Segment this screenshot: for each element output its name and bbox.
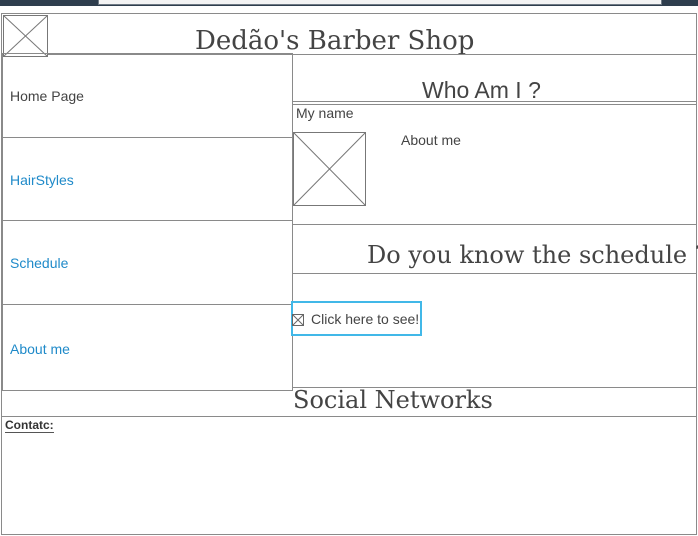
broken-image-icon [292, 313, 304, 326]
image-placeholder-icon [3, 15, 48, 57]
profile-image [293, 132, 366, 206]
schedule-link-label[interactable]: Click here to see! [311, 311, 420, 327]
about-card [292, 104, 697, 225]
sidebar-item-home[interactable]: Home Page [10, 88, 84, 104]
social-top-divider [292, 387, 697, 388]
sidebar-divider [2, 137, 293, 138]
about-heading: Who Am I ? [422, 77, 541, 103]
site-title: Dedão's Barber Shop [195, 26, 475, 56]
sidebar-item-about[interactable]: About me [10, 341, 70, 357]
page-frame [1, 13, 697, 535]
sidebar-divider [2, 220, 293, 221]
top-bar-highlight [98, 0, 662, 5]
contact-label: Contatc: [5, 418, 54, 433]
about-heading-divider [293, 101, 697, 102]
social-bottom-divider [1, 416, 697, 417]
schedule-heading-divider [293, 273, 697, 274]
about-me-label: About me [401, 132, 461, 148]
social-heading: Social Networks [293, 386, 493, 414]
my-name-label: My name [296, 105, 354, 121]
schedule-heading: Do you know the schedule ? [367, 241, 698, 269]
sidebar-item-schedule[interactable]: Schedule [10, 255, 69, 271]
sidebar-item-hairstyles[interactable]: HairStyles [10, 172, 74, 188]
header-divider [48, 54, 697, 55]
image-placeholder-icon [293, 132, 366, 206]
logo-image [3, 15, 48, 57]
sidebar-divider [2, 304, 293, 305]
